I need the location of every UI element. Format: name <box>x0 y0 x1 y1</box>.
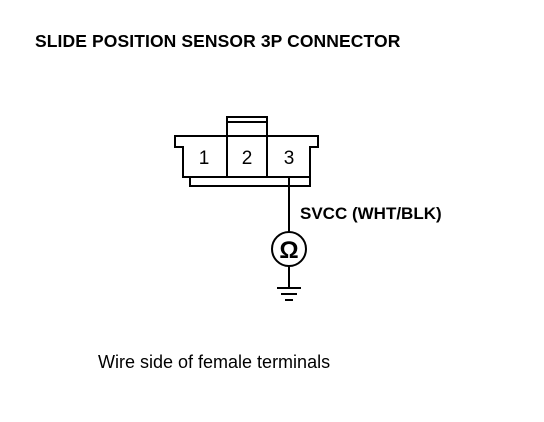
ohmmeter-symbol: Ω <box>279 237 298 264</box>
diagram-title: SLIDE POSITION SENSOR 3P CONNECTOR <box>35 31 401 51</box>
connector-lock-tab <box>226 116 268 137</box>
pin-label-2: 2 <box>242 148 253 169</box>
ohmmeter-icon: Ω <box>271 231 307 267</box>
ground-icon <box>277 287 301 301</box>
pin-label-1: 1 <box>199 148 210 169</box>
pin-label-3: 3 <box>284 148 295 169</box>
diagram-caption: Wire side of female terminals <box>98 352 331 372</box>
wire-label: SVCC (WHT/BLK) <box>300 204 442 223</box>
